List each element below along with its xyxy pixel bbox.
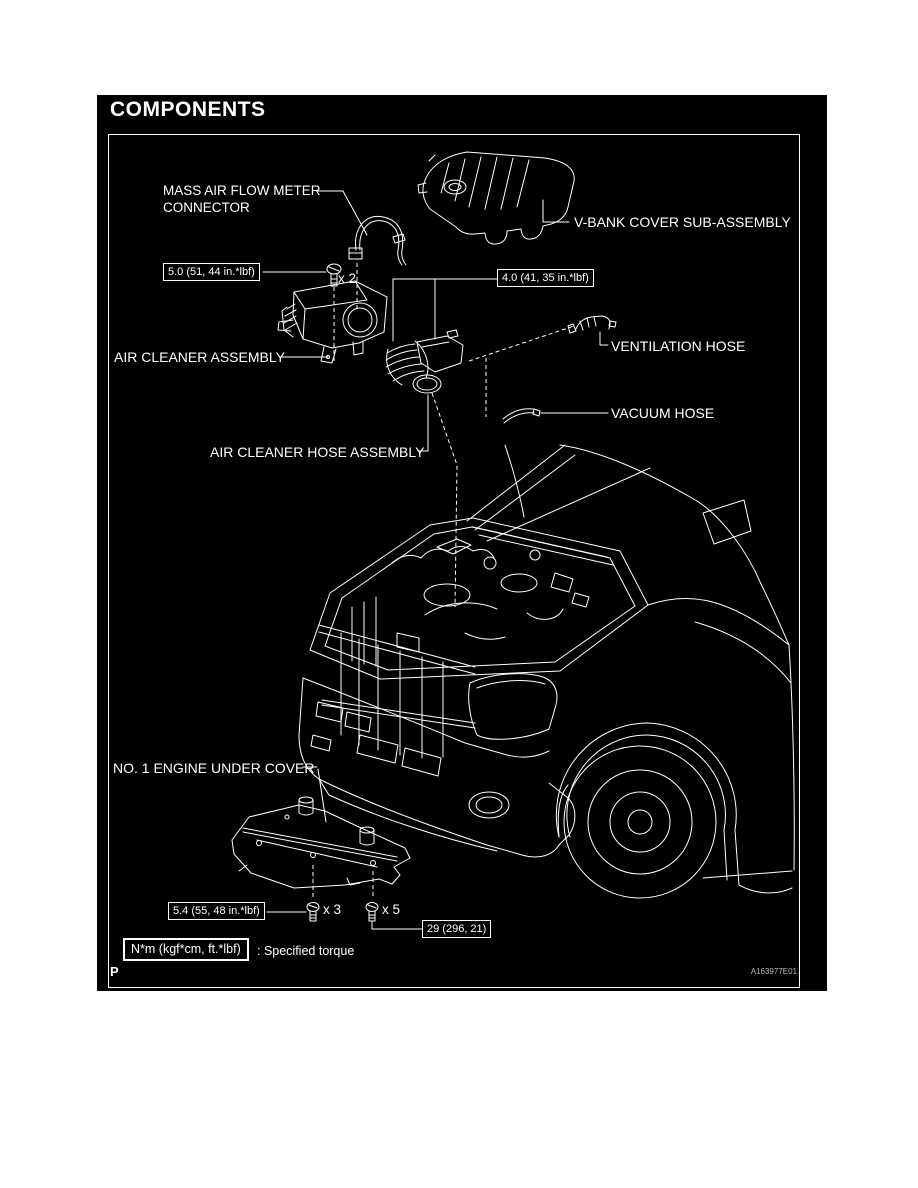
label-maf-connector-line1: MASS AIR FLOW METER	[163, 183, 321, 198]
figure-code: A163977E01	[750, 967, 797, 976]
page-title: COMPONENTS	[110, 98, 266, 121]
legend-description: : Specified torque	[257, 944, 355, 958]
page-marker: P	[110, 964, 119, 979]
engine-bay-details	[351, 538, 590, 667]
front-wheel-art	[555, 722, 793, 899]
exploded-view-line-art	[231, 151, 795, 930]
components-diagram: COMPONENTS	[97, 95, 827, 991]
label-engine-under-cover: NO. 1 ENGINE UNDER COVER	[113, 760, 315, 776]
label-air-cleaner-assembly: AIR CLEANER ASSEMBLY	[114, 349, 285, 365]
torque-box-under-cover-rear: 29 (296, 21)	[422, 920, 492, 938]
bolt-icon-x5	[365, 902, 379, 922]
torque-box-hose-clamp: 4.0 (41, 35 in.*lbf)	[497, 269, 594, 287]
vacuum-hose-art	[502, 408, 541, 424]
maf-connector-art	[348, 215, 407, 266]
count-label-x5: x 5	[382, 902, 401, 917]
truck-line-art	[309, 444, 795, 879]
under-cover-art	[231, 796, 411, 889]
ventilation-hose-art	[567, 315, 617, 334]
label-air-cleaner-hose-assembly: AIR CLEANER HOSE ASSEMBLY	[210, 444, 425, 460]
legend-unit-box: N*m (kgf*cm, ft.*lbf)	[123, 938, 249, 961]
air-cleaner-hose-art	[385, 329, 464, 394]
torque-box-maf-screw: 5.0 (51, 44 in.*lbf)	[163, 263, 260, 281]
label-ventilation-hose: VENTILATION HOSE	[611, 338, 746, 354]
count-label-x2: x 2	[338, 271, 357, 286]
count-label-x3: x 3	[323, 902, 342, 917]
bolt-icon-x3	[306, 902, 320, 922]
front-fascia-art	[298, 632, 576, 858]
air-cleaner-assembly-art	[277, 280, 388, 364]
label-vacuum-hose: VACUUM HOSE	[611, 405, 715, 421]
bolt-icon-x2	[326, 263, 342, 287]
v-bank-cover-art	[417, 151, 575, 245]
label-maf-connector-line2: CONNECTOR	[163, 200, 250, 215]
assembly-dashed-lines	[312, 263, 575, 899]
figure-border	[108, 134, 800, 988]
label-v-bank-cover: V-BANK COVER SUB-ASSEMBLY	[574, 214, 791, 230]
leader-lines	[262, 190, 609, 930]
torque-box-under-cover-front: 5.4 (55, 48 in.*lbf)	[168, 902, 265, 920]
